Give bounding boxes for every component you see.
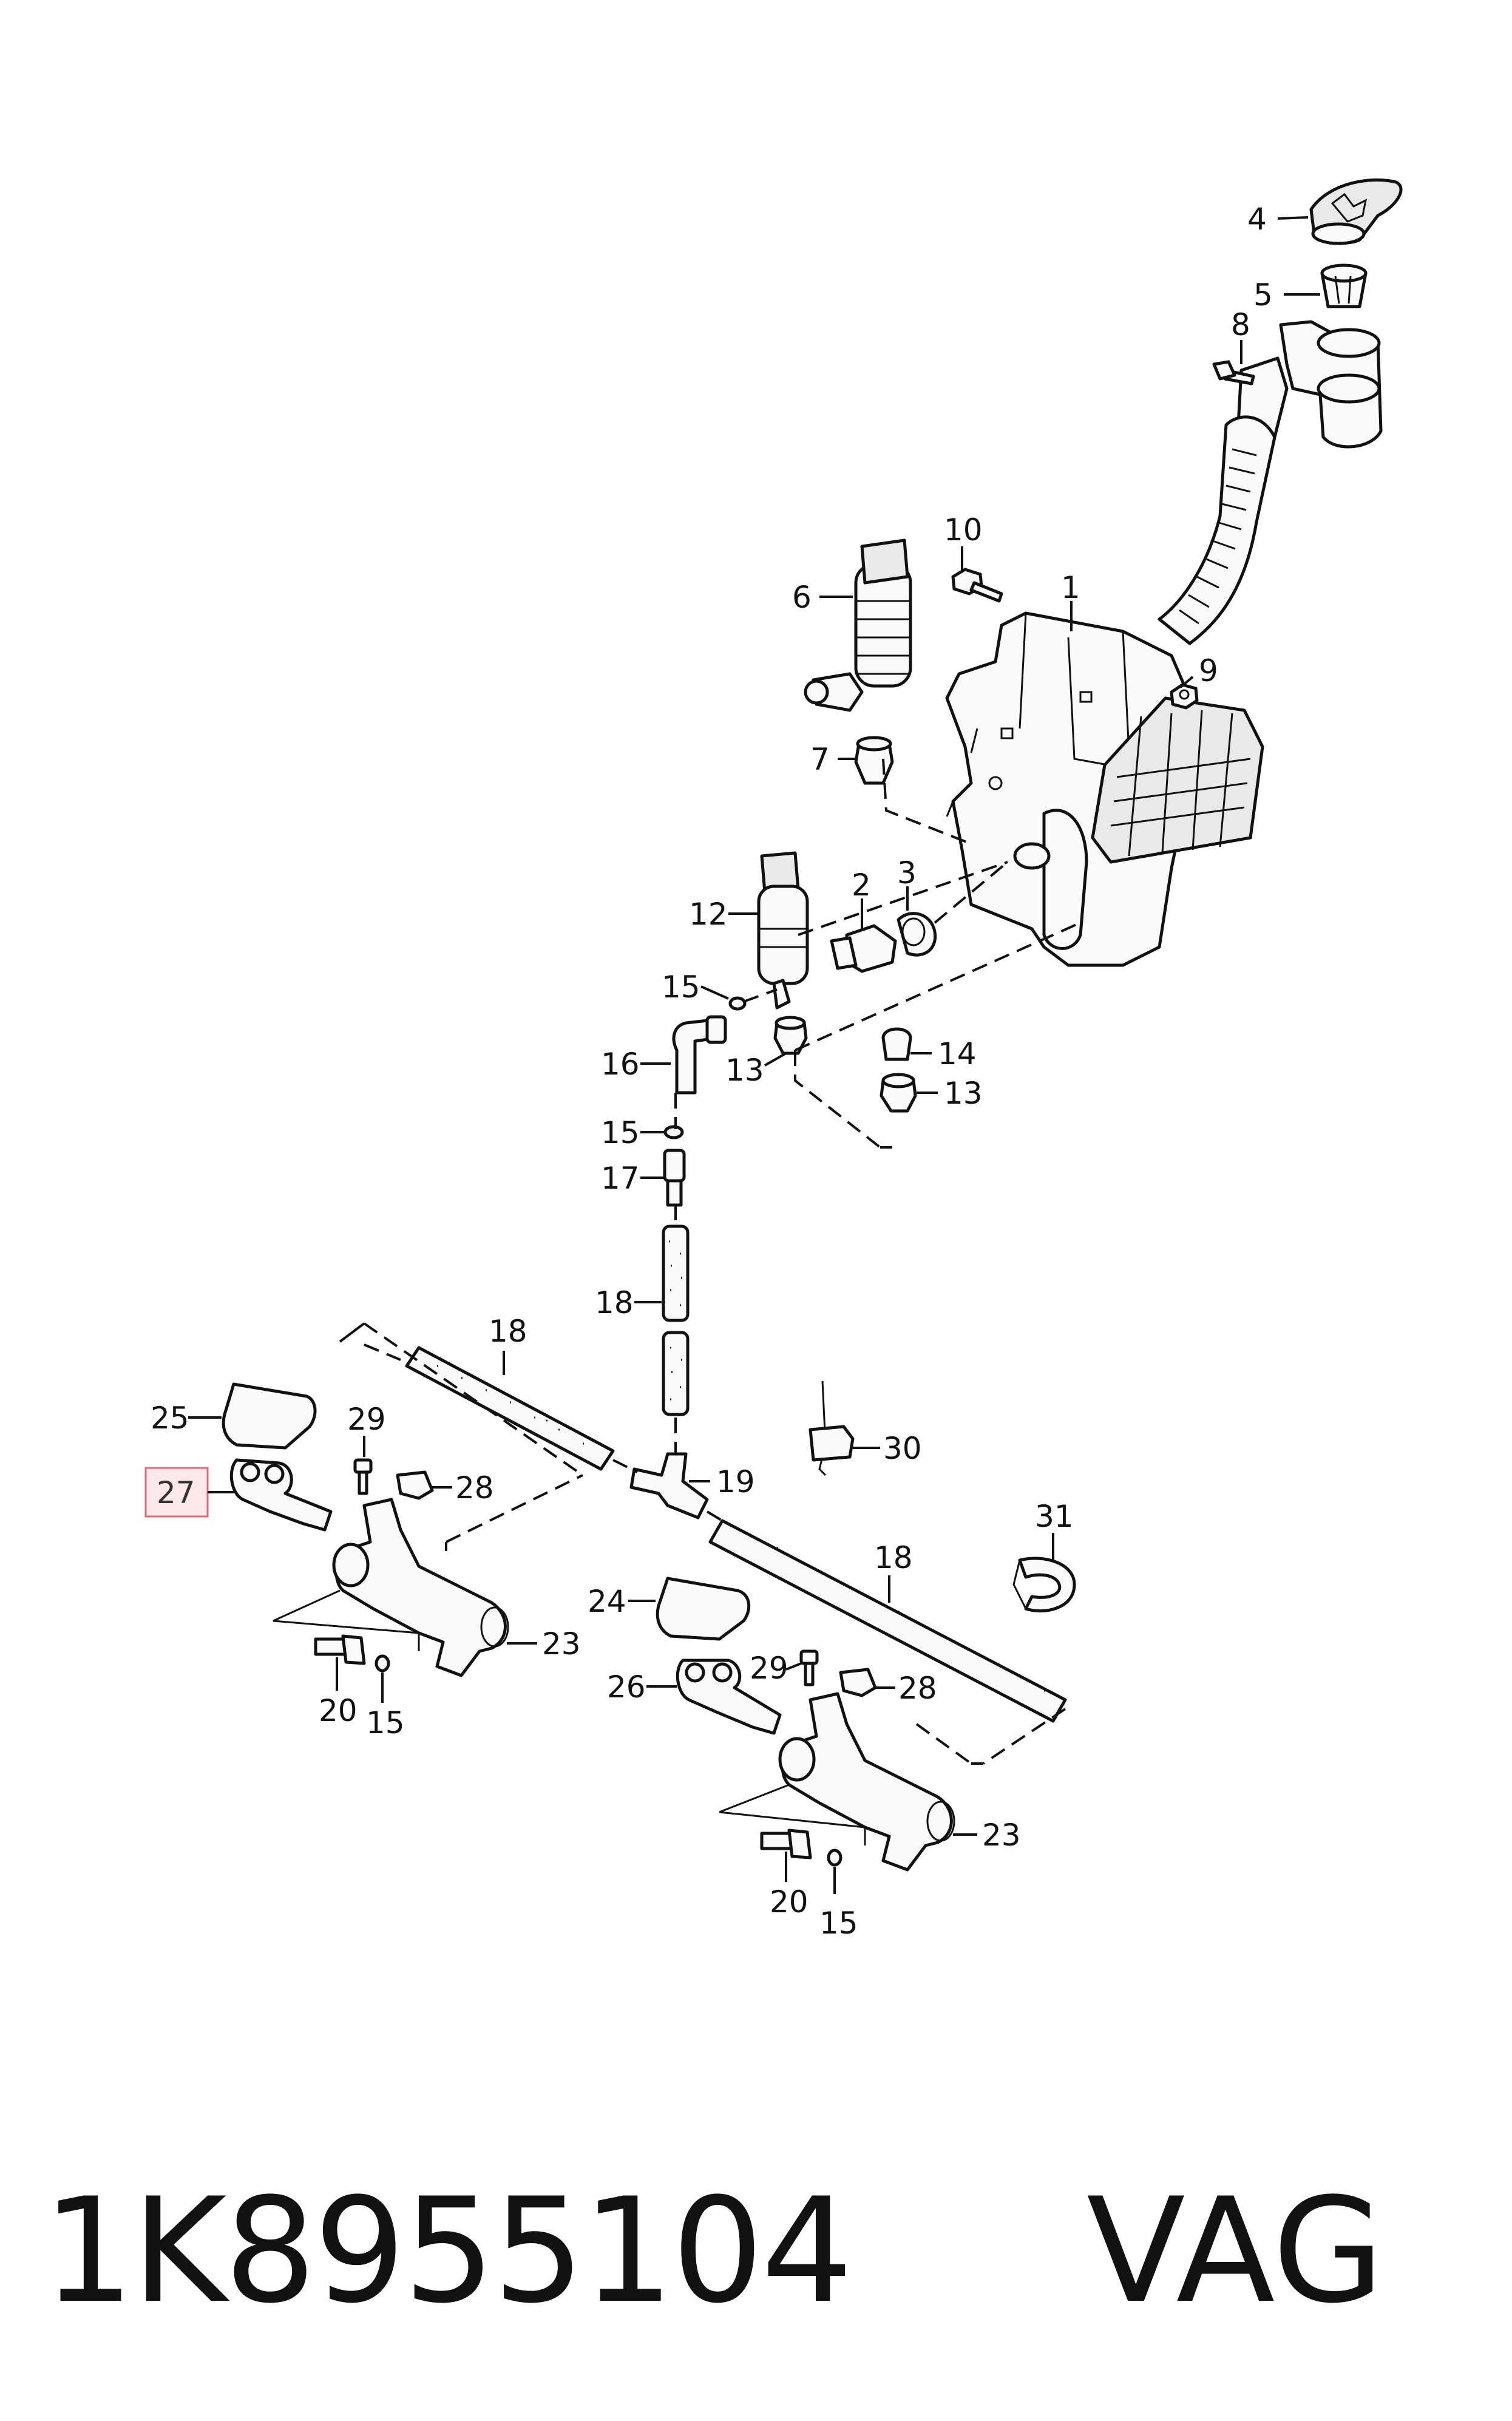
bolt-8 [1212,360,1255,385]
clip-31 [1012,1557,1076,1613]
callout-17: 17 [601,1161,640,1196]
callout-20-b: 20 [770,1884,809,1920]
callout-9: 9 [1199,653,1218,688]
callout-13-a: 13 [725,1053,764,1088]
assembly-lines [273,758,1081,1845]
callout-7: 7 [810,742,830,777]
screw-29-left [353,1458,373,1495]
callout-18-a: 18 [595,1285,634,1320]
callout-5: 5 [1253,277,1273,313]
callout-19: 19 [716,1464,755,1499]
callout-14: 14 [938,1036,977,1071]
callout-labels: 4 5 8 10 1 9 6 7 12 2 3 15 13 14 13 16 1 [144,202,1320,1941]
callout-18-c: 18 [874,1540,913,1575]
sensor-2 [830,924,897,973]
cap-14 [881,1027,912,1061]
callout-20-a: 20 [319,1693,358,1728]
t-connector-19 [629,1452,709,1519]
connector-17 [663,1149,686,1207]
washer-pump-6 [804,538,912,712]
callout-16: 16 [601,1047,640,1082]
part-number: 1K8955104 [42,2167,853,2335]
callout-30: 30 [883,1431,922,1466]
cover-25 [222,1382,317,1450]
clip-30 [809,1380,855,1476]
callout-24: 24 [588,1584,626,1619]
fitting-20-right [760,1828,812,1859]
hose-18-left [405,1346,615,1471]
callout-12: 12 [689,897,728,932]
filler-neck [1158,320,1383,645]
o-ring-15-b [663,1125,684,1139]
washer-cap [1309,178,1403,245]
bolt-10 [951,568,1003,603]
callout-15-a: 15 [662,969,700,1005]
callout-23-a: 23 [542,1626,581,1662]
nut-9 [1170,683,1199,710]
seal-3 [897,912,937,957]
grommet-13-lower [880,1073,917,1113]
o-ring-15-d [827,1849,842,1867]
washer-reservoir [945,611,1264,967]
clip-28-left [396,1470,434,1500]
screw-29-right [799,1649,819,1686]
callout-25: 25 [151,1401,189,1436]
callout-28-b: 28 [898,1671,937,1706]
highlight-box-27 [144,1467,209,1518]
cylinder-23-left [332,1498,509,1677]
cover-24 [656,1577,751,1641]
callout-31: 31 [1035,1499,1074,1534]
callout-8: 8 [1231,307,1250,342]
callout-4: 4 [1247,202,1267,237]
grommet-7 [854,736,894,785]
hose-18-right [708,1519,1067,1723]
callout-10: 10 [944,512,983,548]
callout-15-c: 15 [366,1705,405,1740]
grommet-13-upper [773,1016,808,1055]
callout-3: 3 [897,855,917,891]
nozzle-27 [229,1458,333,1532]
filler-neck-strainer [1320,263,1368,308]
clip-28-right [839,1668,877,1697]
callout-1: 1 [1061,570,1080,605]
nozzle-26 [676,1659,782,1735]
elbow-16 [672,1015,727,1095]
callout-23-b: 23 [982,1818,1021,1853]
o-ring-15-c [375,1654,390,1672]
callout-2: 2 [852,868,871,903]
hose-18-vertical [662,1224,690,1416]
callout-29-b: 29 [750,1651,788,1686]
callout-28-a: 28 [455,1470,494,1506]
footer: 1K8955104 VAG [42,2167,1469,2349]
callout-26: 26 [607,1669,646,1705]
callout-6: 6 [792,580,812,615]
callout-29-a: 29 [347,1402,386,1437]
cylinder-23-right [778,1692,955,1872]
callout-27: 27 [157,1475,195,1510]
fitting-20-left [314,1634,366,1665]
o-ring-15-a [728,996,747,1011]
washer-pump-12 [757,851,809,1010]
callout-15-b: 15 [601,1115,640,1150]
brand-label: VAG [1087,2167,1385,2335]
callout-15-d: 15 [819,1906,858,1941]
callout-13-b: 13 [944,1076,983,1111]
callout-18-b: 18 [489,1314,527,1349]
